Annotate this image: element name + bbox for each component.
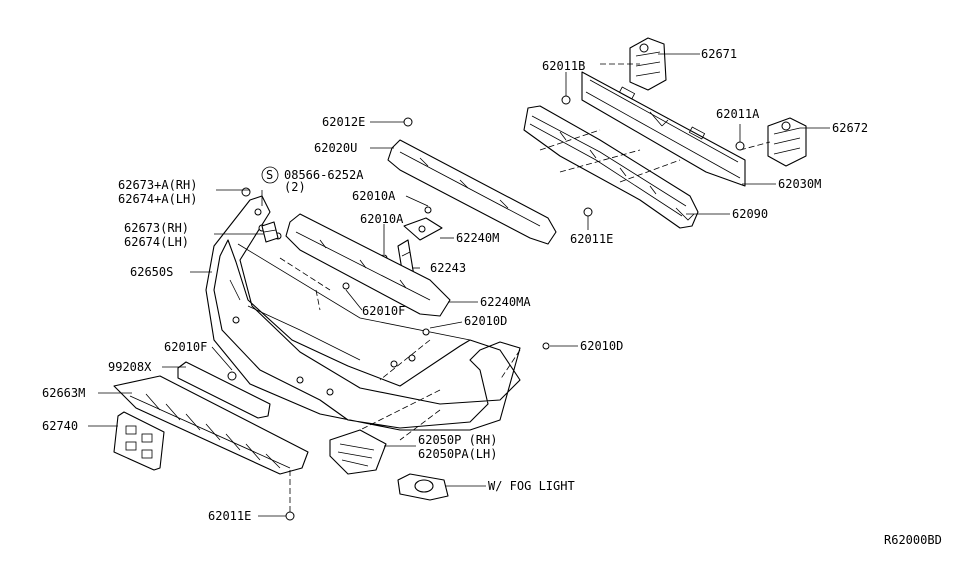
label-62673-RH: 62673(RH) — [124, 221, 189, 235]
side-bracket-62673 — [261, 221, 279, 243]
part-labels: 62671 62011B 62011A 62672 62030M 62012E … — [42, 47, 942, 547]
screw-08566 — [254, 208, 262, 216]
bracket-62240M — [403, 217, 443, 241]
energy-absorber-62090 — [523, 105, 699, 229]
clip-62011E-top — [583, 207, 593, 217]
label-62090: 62090 — [732, 207, 768, 221]
clip-62010A-upper — [424, 206, 432, 214]
bumper-fascia-62650S — [205, 195, 521, 431]
label-s-mark: S — [266, 168, 273, 182]
label-62674-LH: 62674(LH) — [124, 235, 189, 249]
air-guide-62020U — [387, 117, 557, 245]
label-62240MA: 62240MA — [480, 295, 531, 309]
label-08566-qty: (2) — [284, 180, 306, 194]
label-62671: 62671 — [701, 47, 737, 61]
bracket-62671 — [629, 37, 667, 91]
label-62012E: 62012E — [322, 115, 365, 129]
license-plate-bracket-62740 — [113, 411, 165, 471]
label-62740: 62740 — [42, 419, 78, 433]
fog-grille-62050P — [329, 429, 387, 475]
upper-rail-62240MA — [285, 213, 451, 317]
label-99208X: 99208X — [108, 360, 152, 374]
standard-part-s-circle — [261, 166, 279, 184]
diagram-code: R62000BD — [884, 533, 942, 547]
label-62663M: 62663M — [42, 386, 85, 400]
leader-lines — [88, 53, 830, 517]
fog-light-cover — [397, 473, 449, 501]
clip-62011E-bottom — [285, 511, 295, 521]
clip-62011A-right — [735, 141, 745, 151]
bracket-62672 — [767, 117, 807, 167]
label-62020U: 62020U — [314, 141, 357, 155]
label-fog-light: W/ FOG LIGHT — [488, 479, 575, 493]
clip-62010D-left — [422, 328, 430, 336]
label-62672: 62672 — [832, 121, 868, 135]
clip-62010D-right — [542, 342, 550, 350]
label-62011B: 62011B — [542, 59, 585, 73]
clip-62012E — [403, 117, 413, 127]
label-62011A-right: 62011A — [716, 107, 760, 121]
label-62010A-lower: 62010A — [360, 212, 404, 226]
clip-62011B — [561, 95, 571, 105]
clip-62010F-upper — [342, 282, 350, 290]
label-62011E-bottom: 62011E — [208, 509, 251, 523]
bumper-reinforcement-62030M — [581, 71, 746, 187]
label-62050P-RH: 62050P (RH) — [418, 433, 497, 447]
label-62050PA-LH: 62050PA(LH) — [418, 447, 497, 461]
clip-62673A — [241, 187, 251, 197]
undercover-62663M — [113, 375, 309, 475]
label-62010A-upper: 62010A — [352, 189, 396, 203]
label-62011E-top: 62011E — [570, 232, 613, 246]
label-62010F-lower: 62010F — [164, 340, 207, 354]
label-62240M: 62240M — [456, 231, 499, 245]
label-08566-6252A: 08566-6252A — [284, 168, 364, 182]
label-62010F-upper: 62010F — [362, 304, 405, 318]
label-62673A-RH: 62673+A(RH) — [118, 178, 197, 192]
clip-62010F-lower — [227, 371, 237, 381]
label-62650S: 62650S — [130, 265, 173, 279]
label-62243: 62243 — [430, 261, 466, 275]
label-62010D-right: 62010D — [580, 339, 623, 353]
molding-99208X — [177, 361, 271, 419]
label-62010D-left: 62010D — [464, 314, 507, 328]
label-62674A-LH: 62674+A(LH) — [118, 192, 197, 206]
label-62030M: 62030M — [778, 177, 821, 191]
